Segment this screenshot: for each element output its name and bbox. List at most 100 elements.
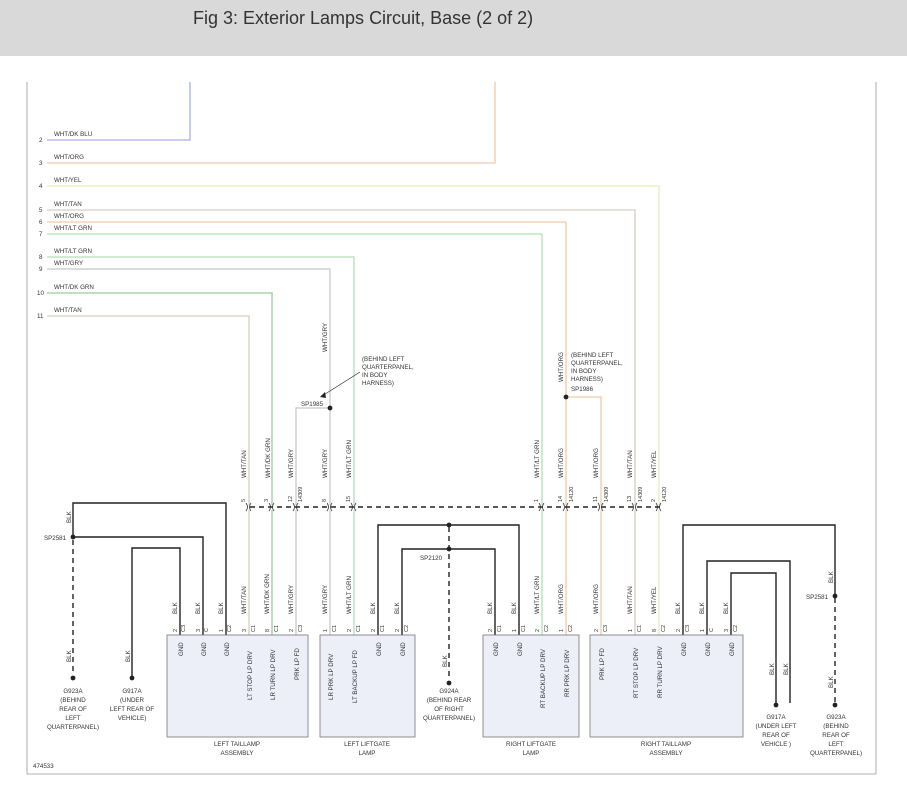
svg-text:REAR OF: REAR OF [59,706,87,713]
svg-text:WHT/GRY: WHT/GRY [288,585,295,614]
wire-label: WHT/ORG [54,154,84,161]
wire-6 [47,221,567,397]
right-taillamp-labels: PRK LP FD RT STOP LP DRV RR TURN LP DRV … [593,584,739,757]
svg-text:BLK: BLK [828,570,835,583]
svg-text:1: 1 [219,629,225,632]
svg-text:2: 2 [289,629,295,632]
svg-text:C3: C3 [603,625,609,632]
svg-text:C3: C3 [181,625,187,632]
svg-text:GND: GND [201,642,208,656]
svg-text:C1: C1 [332,625,338,632]
svg-text:BLK: BLK [828,675,835,688]
svg-text:3: 3 [242,629,248,632]
svg-text:14309: 14309 [298,487,304,502]
wire-num: 8 [39,254,43,261]
wire-label: WHT/ORG [54,213,84,220]
vlabel: WHT/TAN [627,450,634,478]
svg-text:QUARTERPANEL,: QUARTERPANEL, [571,360,623,367]
svg-text:RIGHT TAILLAMP: RIGHT TAILLAMP [641,741,691,748]
svg-text:BLK: BLK [125,649,132,662]
wire-6-branch [566,396,602,505]
svg-text:2: 2 [173,629,179,632]
vlabel: WHT/TAN [241,450,248,478]
svg-text:5: 5 [241,499,247,502]
svg-text:QUARTERPANEL): QUARTERPANEL) [810,750,862,757]
svg-text:8: 8 [265,629,271,632]
svg-text:ASSEMBLY: ASSEMBLY [221,750,254,757]
svg-text:GND: GND [178,642,185,656]
svg-text:GND: GND [224,642,231,656]
svg-text:12: 12 [288,496,294,502]
svg-text:2: 2 [395,629,401,632]
svg-text:GND: GND [517,642,524,656]
svg-text:BLK: BLK [675,601,682,614]
vlabel-sp1986: WHT/ORG [558,352,565,382]
svg-text:3: 3 [724,629,730,632]
ground-g924a: G924A (BEHIND REAR OF RIGHT QUARTERPANEL… [423,688,475,722]
wire-10 [47,292,273,505]
svg-text:14: 14 [558,496,564,502]
svg-text:C2: C2 [661,625,667,632]
connector-symbols [245,502,662,512]
svg-text:1: 1 [559,629,565,632]
svg-text:IN BODY: IN BODY [571,368,596,375]
svg-text:C2: C2 [227,625,233,632]
svg-text:C1: C1 [251,625,257,632]
wire-5 [47,209,636,505]
svg-text:RR TURN LP DRV: RR TURN LP DRV [657,646,664,698]
svg-text:1: 1 [323,629,329,632]
svg-text:BLK: BLK [769,662,776,675]
svg-text:QUARTERPANEL): QUARTERPANEL) [47,724,99,731]
svg-text:VEHICLE ): VEHICLE ) [761,741,791,748]
svg-text:GND: GND [493,642,500,656]
svg-text:BLK: BLK [442,654,449,667]
svg-text:LR TURN LP DRV: LR TURN LP DRV [270,649,277,700]
svg-text:LEFT REAR OF: LEFT REAR OF [110,706,154,713]
svg-text:ASSEMBLY: ASSEMBLY [650,750,683,757]
wire-9 [47,268,331,408]
svg-text:14120: 14120 [569,487,575,502]
svg-text:GND: GND [729,642,736,656]
svg-text:PRK LP FD: PRK LP FD [599,648,606,680]
svg-text:BLK: BLK [370,601,377,614]
left-liftgate-labels: LR PRK LP DRV LT BACKUP LP FD GND GND 1 … [322,576,410,757]
svg-text:LEFT: LEFT [828,741,843,748]
svg-text:8: 8 [652,629,658,632]
svg-text:OF RIGHT: OF RIGHT [434,706,464,713]
svg-text:LR PRK LP DRV: LR PRK LP DRV [328,653,335,700]
svg-text:BLK: BLK [511,601,518,614]
svg-text:C2: C2 [404,625,410,632]
svg-text:2: 2 [371,629,377,632]
connector-pin-labels: 5 3 12 14309 8 15 1 14 14120 11 14309 13… [241,487,668,502]
blk-labels: BLK BLK BLK BLK BLK BLK BLK BLK [66,510,835,688]
svg-text:RT BACKUP LP DRV: RT BACKUP LP DRV [540,648,547,708]
svg-text:(UNDER: (UNDER [120,697,145,704]
svg-text:GND: GND [376,642,383,656]
svg-text:(UNDER LEFT: (UNDER LEFT [756,723,797,730]
wire-num: 10 [37,290,44,297]
wire-label: WHT/TAN [54,201,82,208]
svg-text:1: 1 [628,629,634,632]
left-liftgate-box [319,634,416,738]
svg-text:REAR OF: REAR OF [822,732,850,739]
svg-text:GND: GND [705,642,712,656]
svg-text:G924A: G924A [439,688,459,695]
splice-sp2581-left: SP2581 [44,535,67,542]
svg-text:3: 3 [264,499,270,502]
svg-text:LEFT: LEFT [65,715,80,722]
wire-7 [47,233,543,505]
svg-text:14120: 14120 [662,487,668,502]
right-liftgate-labels: GND GND RT BACKUP LP DRV RR PRK LP DRV 2… [487,576,574,757]
wire-3 [47,82,496,164]
wire-label: WHT/GRY [54,260,83,267]
svg-text:C1: C1 [637,625,643,632]
svg-text:G923A: G923A [826,714,846,721]
svg-text:WHT/ORG: WHT/ORG [558,584,565,614]
svg-text:BLK: BLK [195,601,202,614]
svg-text:LAMP: LAMP [359,750,376,757]
ground-g923a-right: G923A (BEHIND REAR OF LEFT QUARTERPANEL) [810,714,862,757]
svg-text:WHT/LT GRN: WHT/LT GRN [346,576,353,614]
figure-title: Fig 3: Exterior Lamps Circuit, Base (2 o… [193,8,534,28]
svg-text:GND: GND [400,642,407,656]
splice-sp1985: SP1985 (BEHIND LEFT QUARTERPANEL, IN BOD… [301,356,414,411]
